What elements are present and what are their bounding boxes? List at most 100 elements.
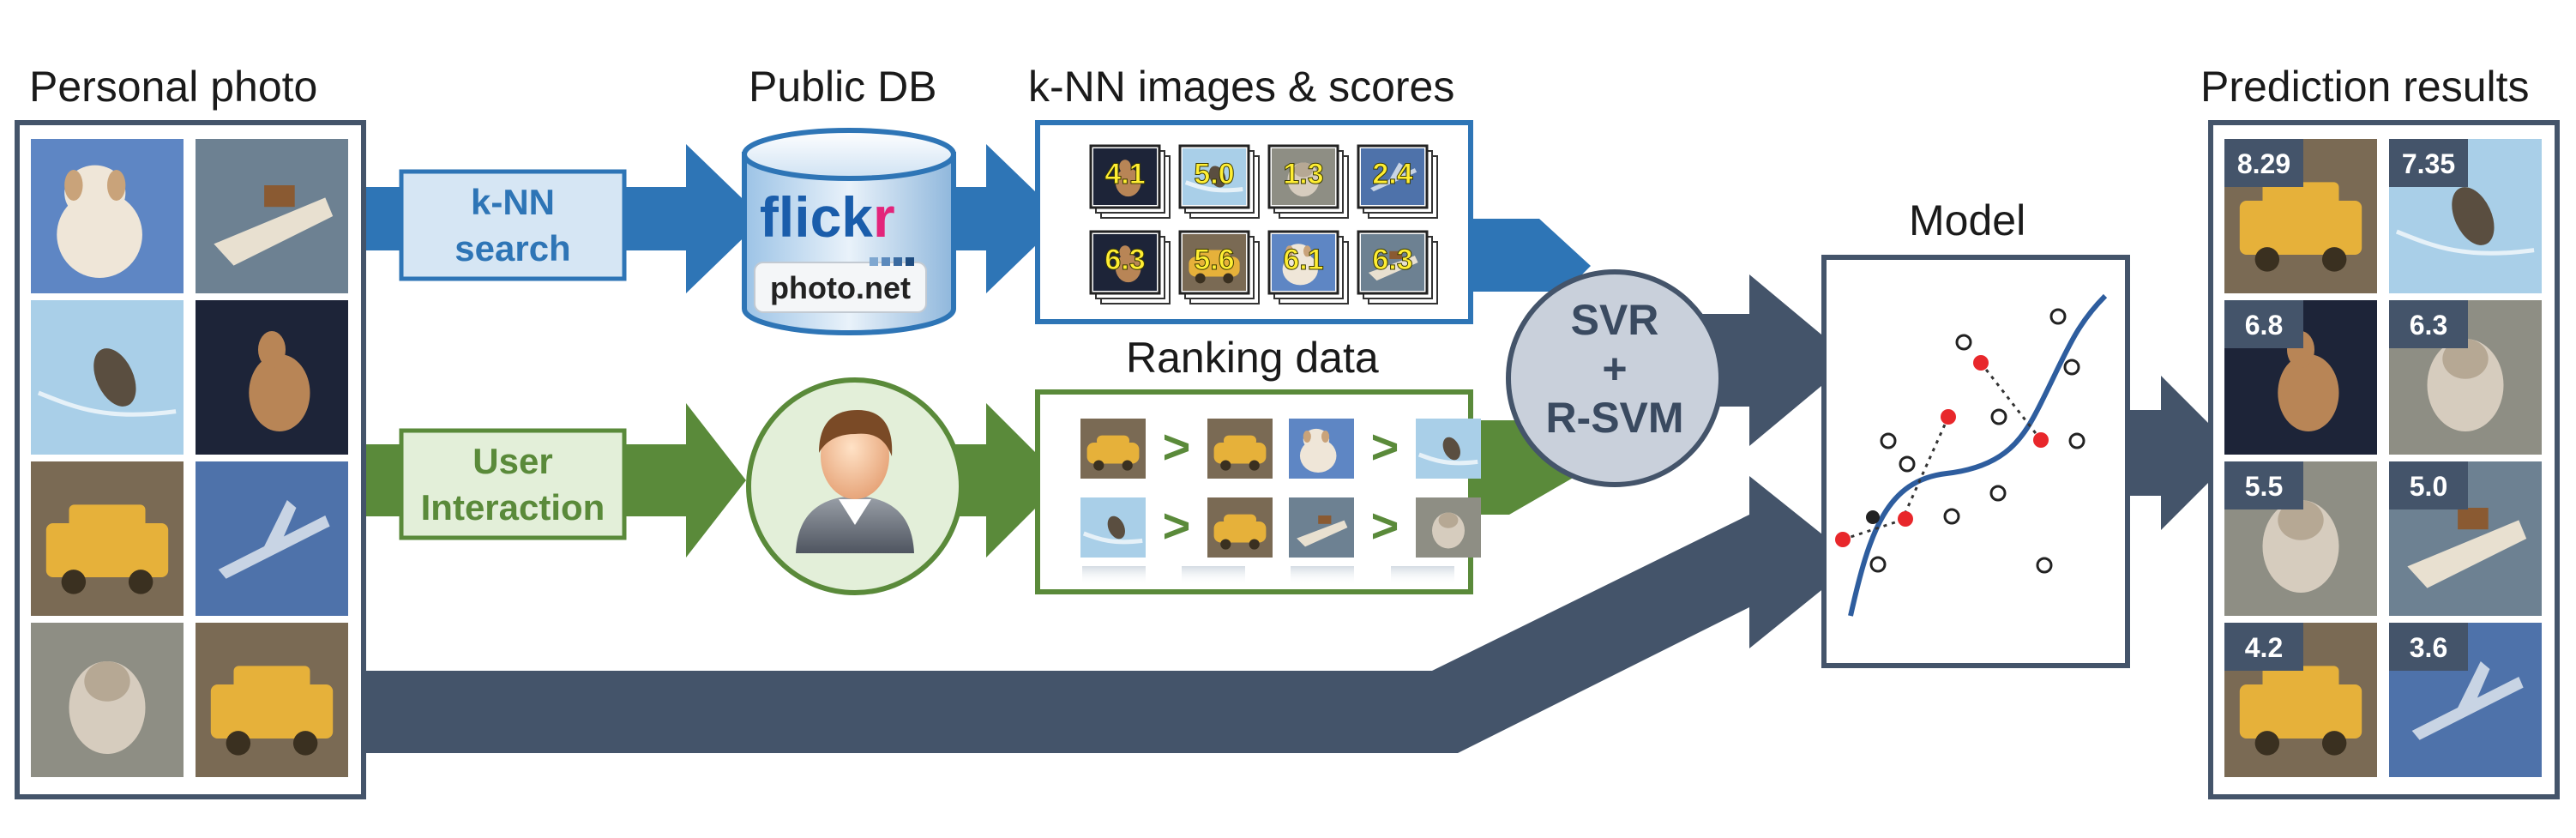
- red-point: [1835, 532, 1851, 547]
- reflection: [1391, 566, 1454, 585]
- knn-thumbnail-grid: 4.1 5.0 1.3 2.4 6.3 5.6 6.1 6.3: [1089, 144, 1438, 304]
- open-point: [1869, 556, 1887, 573]
- database-icon: flick r photo.net: [742, 128, 956, 335]
- ranking-pairs: >>>>: [1080, 419, 1481, 585]
- flickr-logo-r: r: [873, 185, 895, 249]
- knn-score: 6.3: [1372, 244, 1412, 276]
- user-interaction-label-line1: User: [472, 441, 552, 481]
- open-point: [2036, 557, 2053, 574]
- user-avatar-icon: [746, 377, 964, 595]
- knn-score: 6.1: [1283, 244, 1323, 276]
- reflection: [1182, 566, 1245, 585]
- knn-thumbnail: 5.0: [1178, 144, 1260, 219]
- knn-thumbnail: 4.1: [1089, 144, 1171, 219]
- open-point: [1943, 508, 1960, 525]
- personal-photo-airplane: [196, 461, 348, 616]
- score-badge: 7.35: [2389, 139, 2468, 187]
- knn-thumbnail: 1.3: [1267, 144, 1349, 219]
- greater-than-icon: >: [1371, 419, 1399, 473]
- personal-photo-grid: [31, 139, 348, 777]
- prediction-results-heading: Prediction results: [2200, 63, 2530, 111]
- knn-image-boat: [1361, 234, 1424, 291]
- knn-image-deer: [1093, 234, 1157, 291]
- bottom-flow-arrow: [364, 476, 1857, 753]
- open-point: [2068, 432, 2085, 449]
- ranking-pair: >: [1289, 419, 1481, 479]
- model-input-arrow: [1702, 274, 1852, 446]
- knn-score: 6.3: [1104, 244, 1145, 276]
- model-heading: Model: [1909, 196, 2026, 244]
- knn-score: 5.6: [1194, 244, 1234, 276]
- knn-image-bird: [1183, 148, 1246, 205]
- prediction-score: 4.2: [2245, 632, 2283, 663]
- knn-image-airplane: [1361, 148, 1424, 205]
- ranking-image-boat: [1289, 497, 1354, 558]
- prediction-score: 7.35: [2402, 148, 2455, 179]
- black-point: [1866, 510, 1880, 524]
- svr-rsvm-node: SVR + R-SVM: [1506, 269, 1724, 487]
- open-point: [1990, 408, 2007, 425]
- open-point: [2063, 359, 2080, 376]
- photonet-logo: photo.net: [770, 270, 911, 305]
- knn-thumbnail: 6.3: [1089, 230, 1171, 304]
- score-badge: 6.8: [2224, 300, 2303, 348]
- open-point: [1880, 432, 1897, 449]
- knn-score: 5.0: [1194, 158, 1234, 190]
- knn-thumbnail: 6.3: [1357, 230, 1438, 304]
- knn-image-car: [1183, 234, 1246, 291]
- knn-image-dog: [1272, 234, 1335, 291]
- ranking-image-bird: [1080, 497, 1146, 558]
- knn-image-deer: [1093, 148, 1157, 205]
- output-arrow: [2127, 376, 2238, 530]
- prediction-score: 5.5: [2245, 471, 2283, 502]
- model-panel: [1821, 255, 2130, 668]
- ranking-image-car: [1207, 497, 1273, 558]
- personal-photo-deer: [196, 300, 348, 455]
- personal-photo-heading: Personal photo: [29, 63, 318, 111]
- personal-photo-car: [31, 461, 184, 616]
- open-point: [1899, 455, 1916, 473]
- score-badge: 4.2: [2224, 623, 2303, 671]
- knn-thumbnail: 6.1: [1267, 230, 1349, 304]
- knn-search-label-line2: search: [454, 228, 570, 268]
- red-point: [1898, 511, 1913, 527]
- personal-photo-cat: [31, 623, 184, 777]
- reflection: [1291, 566, 1354, 585]
- personal-photo-dog: [31, 139, 184, 293]
- ranking-pair: >: [1080, 419, 1273, 479]
- red-point: [2033, 432, 2049, 448]
- score-badge: 3.6: [2389, 623, 2468, 671]
- knn-score: 2.4: [1372, 158, 1412, 190]
- prediction-score: 8.29: [2237, 148, 2290, 179]
- knn-search-label-line1: k-NN: [471, 182, 555, 222]
- ranking-image-cat: [1416, 497, 1481, 558]
- score-badge: 5.0: [2389, 461, 2468, 509]
- knn-search-box: [399, 169, 627, 281]
- open-point: [1955, 334, 1972, 351]
- prediction-score: 6.3: [2410, 310, 2447, 341]
- score-badge: 6.3: [2389, 300, 2468, 348]
- model-plot: [1835, 293, 2108, 617]
- rsvm-label: R-SVM: [1545, 394, 1683, 442]
- personal-photo-car: [196, 623, 348, 777]
- score-badge: 5.5: [2224, 461, 2303, 509]
- greater-than-icon: >: [1163, 419, 1191, 473]
- knn-thumbnail: 2.4: [1357, 144, 1438, 219]
- greater-than-icon: >: [1371, 498, 1399, 552]
- prediction-score: 6.8: [2245, 310, 2283, 341]
- ranking-image-dog: [1289, 419, 1354, 479]
- personal-photo-bird: [31, 300, 184, 455]
- prediction-results-grid: 8.29 7.35 6.8 6.3 5.5 5.0 4.2 3.6: [2224, 139, 2542, 777]
- plus-label: +: [1602, 345, 1627, 393]
- user-interaction-box: [399, 428, 627, 540]
- ranking-data-heading: Ranking data: [1126, 334, 1379, 382]
- knn-image-cat: [1272, 148, 1335, 205]
- svr-label: SVR: [1571, 296, 1659, 344]
- knn-images-heading: k-NN images & scores: [1028, 63, 1455, 111]
- personal-photo-boat: [196, 139, 348, 293]
- user-interaction-label-line2: Interaction: [421, 487, 605, 528]
- red-point: [1973, 355, 1989, 371]
- prediction-score: 3.6: [2410, 632, 2447, 663]
